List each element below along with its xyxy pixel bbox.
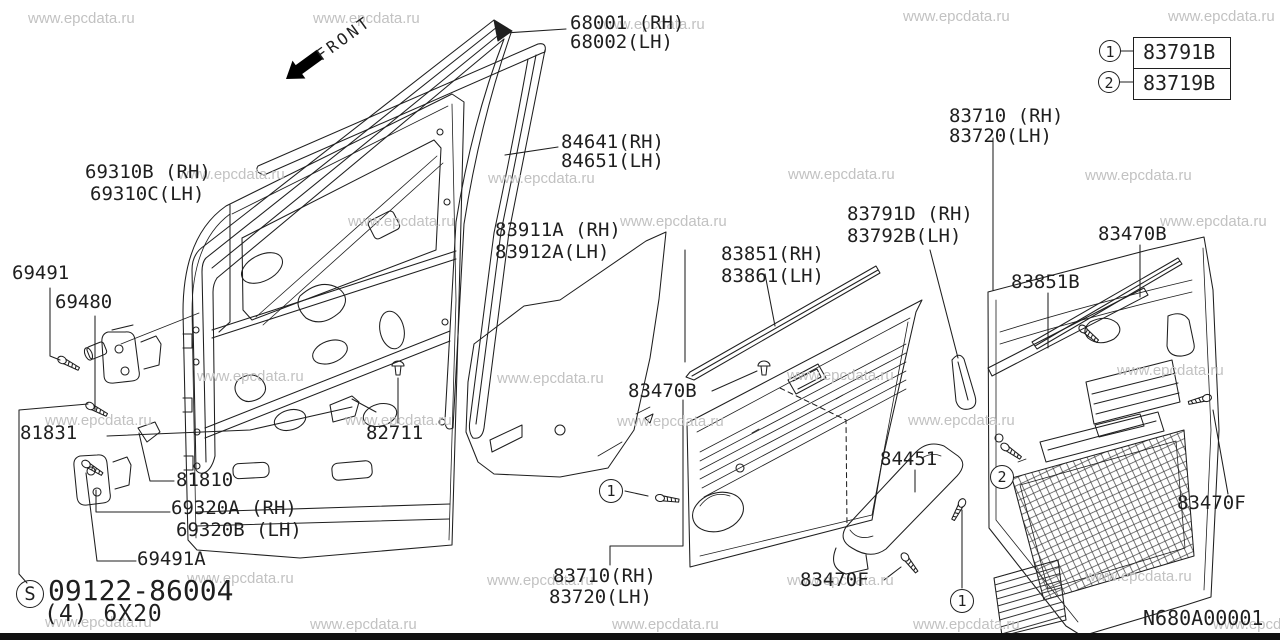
insulator-pad-shape bbox=[465, 231, 667, 478]
screw-symbol-icon: S bbox=[16, 580, 44, 608]
bottom-bar bbox=[0, 633, 1280, 640]
screw-icon bbox=[85, 401, 109, 417]
door-weatherstrip-shape bbox=[191, 19, 513, 474]
door-hinge-lower-shape bbox=[73, 454, 132, 506]
door-trim-board-shape bbox=[686, 299, 923, 568]
legend-part-1: 83791B bbox=[1134, 38, 1230, 69]
part-label: 83470F bbox=[1177, 492, 1246, 514]
leader-lines bbox=[18, 28, 1229, 589]
legend-box: 83791B 83719B bbox=[1133, 37, 1231, 100]
screw-icon bbox=[57, 355, 81, 371]
armrest-shape bbox=[833, 443, 964, 575]
front-arrow-icon bbox=[286, 49, 324, 79]
part-label: 69491A bbox=[137, 548, 206, 570]
door-panel-shape bbox=[182, 93, 465, 559]
legend-callout-1-icon: 1 bbox=[1099, 40, 1121, 62]
part-label: 81831 bbox=[20, 422, 78, 444]
screw-icon bbox=[1187, 393, 1212, 405]
inner-waist-seal-shapes bbox=[987, 257, 1183, 377]
part-label: 69320A (RH) bbox=[171, 497, 297, 519]
part-label: 83912A(LH) bbox=[495, 241, 610, 263]
part-label: 82711 bbox=[366, 422, 424, 444]
bush-69480-shape bbox=[83, 341, 108, 361]
part-label: 83720(LH) bbox=[549, 586, 652, 608]
drawing-number: N680A00001 bbox=[1143, 606, 1264, 630]
part-label: 83851B bbox=[1011, 271, 1080, 293]
callout-circle-1: 1 bbox=[950, 589, 974, 613]
screw-icon bbox=[1078, 324, 1100, 343]
part-label: 69491 bbox=[12, 262, 70, 284]
screw-icon bbox=[1000, 442, 1022, 460]
callout-circle-2: 2 bbox=[990, 465, 1014, 489]
fastener-part-number: 09122-86004 bbox=[48, 574, 234, 607]
fastener-qty-size: (4) 6X20 bbox=[44, 601, 163, 627]
screw-icon bbox=[951, 498, 967, 522]
part-label: 68002(LH) bbox=[570, 31, 673, 53]
part-label: 84641(RH) bbox=[561, 131, 664, 153]
part-label: 69320B (LH) bbox=[176, 519, 302, 541]
part-label: 83792B(LH) bbox=[847, 225, 962, 247]
waist-moulding-shape bbox=[685, 265, 881, 381]
part-label: 69310C(LH) bbox=[90, 183, 205, 205]
clip-83470b-shape bbox=[757, 360, 771, 376]
part-label: 83720(LH) bbox=[949, 125, 1052, 147]
screw-icon bbox=[900, 552, 919, 574]
door-hinge-upper-shape bbox=[101, 312, 200, 384]
door-trim-panel-shape bbox=[987, 236, 1220, 637]
corner-seal-shape bbox=[951, 354, 977, 410]
part-label: 83470F bbox=[800, 569, 869, 591]
part-label: 83710 (RH) bbox=[949, 105, 1064, 127]
part-label: 83470B bbox=[628, 380, 697, 402]
screw-icon bbox=[654, 493, 680, 503]
part-label: 83861(LH) bbox=[721, 265, 824, 287]
screw-icon bbox=[81, 459, 104, 476]
screw-layer bbox=[57, 324, 1212, 574]
legend-callout-2-icon: 2 bbox=[1098, 71, 1120, 93]
part-label: 83911A (RH) bbox=[495, 219, 621, 241]
part-label: 69310B (RH) bbox=[85, 161, 211, 183]
part-label: 83710(RH) bbox=[553, 565, 656, 587]
door-sash-shape bbox=[256, 43, 546, 439]
part-label: 81810 bbox=[176, 469, 234, 491]
part-label: 83470B bbox=[1098, 223, 1167, 245]
part-label: 83851(RH) bbox=[721, 243, 824, 265]
part-label: 84651(LH) bbox=[561, 150, 664, 172]
part-label: 84451 bbox=[880, 448, 938, 470]
part-label: 69480 bbox=[55, 291, 113, 313]
part-label: 83791D (RH) bbox=[847, 203, 973, 225]
clip-82711-shape bbox=[391, 360, 405, 376]
callout-circle-1: 1 bbox=[599, 479, 623, 503]
part-label: 68001 (RH) bbox=[570, 12, 685, 34]
legend-part-2: 83719B bbox=[1143, 71, 1216, 95]
check-link-shape bbox=[137, 395, 377, 443]
